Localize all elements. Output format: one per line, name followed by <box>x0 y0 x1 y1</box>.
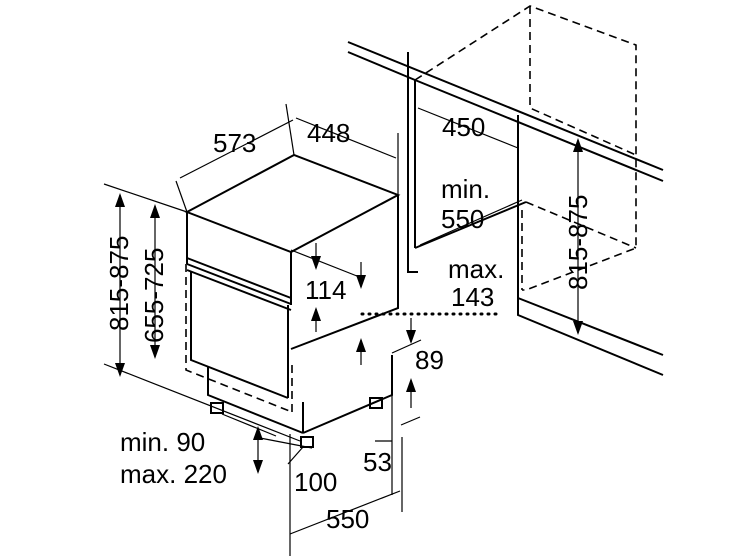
label-143: 143 <box>451 282 494 312</box>
label-550-niche: 550 <box>441 204 484 234</box>
ext-573-a <box>175 180 188 213</box>
appliance-door <box>190 272 289 399</box>
ext-89 <box>391 339 422 354</box>
foot-front-left <box>210 402 224 414</box>
foot-rear-right <box>369 397 383 409</box>
label-min-90: min. 90 <box>120 427 205 457</box>
niche-outline <box>414 5 637 291</box>
worktop-top-edge <box>347 41 664 171</box>
arrow-down-right <box>573 321 583 335</box>
floor-line-right <box>517 115 664 376</box>
label-100: 100 <box>294 467 337 497</box>
appliance-side-face <box>290 195 399 350</box>
label-655-725: 655-725 <box>139 248 169 343</box>
arrow-90-bottom <box>253 460 263 474</box>
ext-573-b <box>285 103 295 156</box>
dishwasher-appliance <box>184 153 401 448</box>
label-573: 573 <box>213 128 256 158</box>
label-450: 450 <box>442 112 485 142</box>
ext-90 <box>221 413 277 437</box>
arrow-114-top <box>311 256 321 270</box>
dim-450 <box>417 107 519 149</box>
dim-550 <box>289 490 401 535</box>
appliance-top-face <box>184 153 401 254</box>
label-89: 89 <box>415 345 444 375</box>
cabinet-niche <box>347 5 664 376</box>
niche-back-edge <box>529 6 637 156</box>
plinth-side <box>302 355 393 434</box>
label-min: min. <box>441 174 490 204</box>
arrow-89-top <box>406 330 416 344</box>
hidden-edge-door <box>185 264 293 413</box>
dim-100-b <box>259 437 313 449</box>
arrow-143-top <box>356 275 366 289</box>
dim-448 <box>295 117 397 159</box>
label-815-875-right: 815-875 <box>563 195 593 290</box>
dimension-lines <box>103 103 583 556</box>
label-815-875-left: 815-875 <box>104 236 134 331</box>
dim-573 <box>179 119 294 179</box>
arrow-114-bottom <box>311 307 321 321</box>
arrow-143-bottom <box>356 338 366 352</box>
dimension-labels: 573 448 450 min. 550 max. 143 114 89 53 … <box>104 112 593 534</box>
control-panel-line-3 <box>186 269 292 311</box>
arrow-up-left <box>115 193 125 207</box>
ext-left-bottom <box>103 363 301 442</box>
label-114: 114 <box>305 275 346 305</box>
floor-line-upper <box>517 297 664 356</box>
dim-53-ext <box>400 416 421 426</box>
ext-114 <box>290 249 363 279</box>
label-max: max. <box>448 254 504 284</box>
plinth-front <box>207 366 304 434</box>
worktop-front-line <box>414 79 664 182</box>
arrow-down-left <box>115 363 125 377</box>
cabinet-left-panel <box>407 52 418 273</box>
control-panel-line-1 <box>186 257 292 299</box>
arrow-up-inner <box>150 204 160 218</box>
label-550-depth: 550 <box>326 504 369 534</box>
foot-front-right <box>300 436 314 448</box>
arrow-up-right <box>573 138 583 152</box>
label-max-220: max. 220 <box>120 459 227 489</box>
ext-left-top <box>103 183 188 213</box>
worktop-front-edge <box>347 51 416 248</box>
arrow-90-top <box>253 426 263 440</box>
niche-floor-back <box>525 201 637 249</box>
label-53: 53 <box>363 447 392 477</box>
control-panel-line-2 <box>186 263 292 305</box>
arrow-89-bottom <box>406 378 416 392</box>
label-448: 448 <box>307 118 350 148</box>
dim-min-550 <box>419 199 523 246</box>
arrow-down-inner <box>150 345 160 359</box>
worktop-underside <box>414 201 527 249</box>
